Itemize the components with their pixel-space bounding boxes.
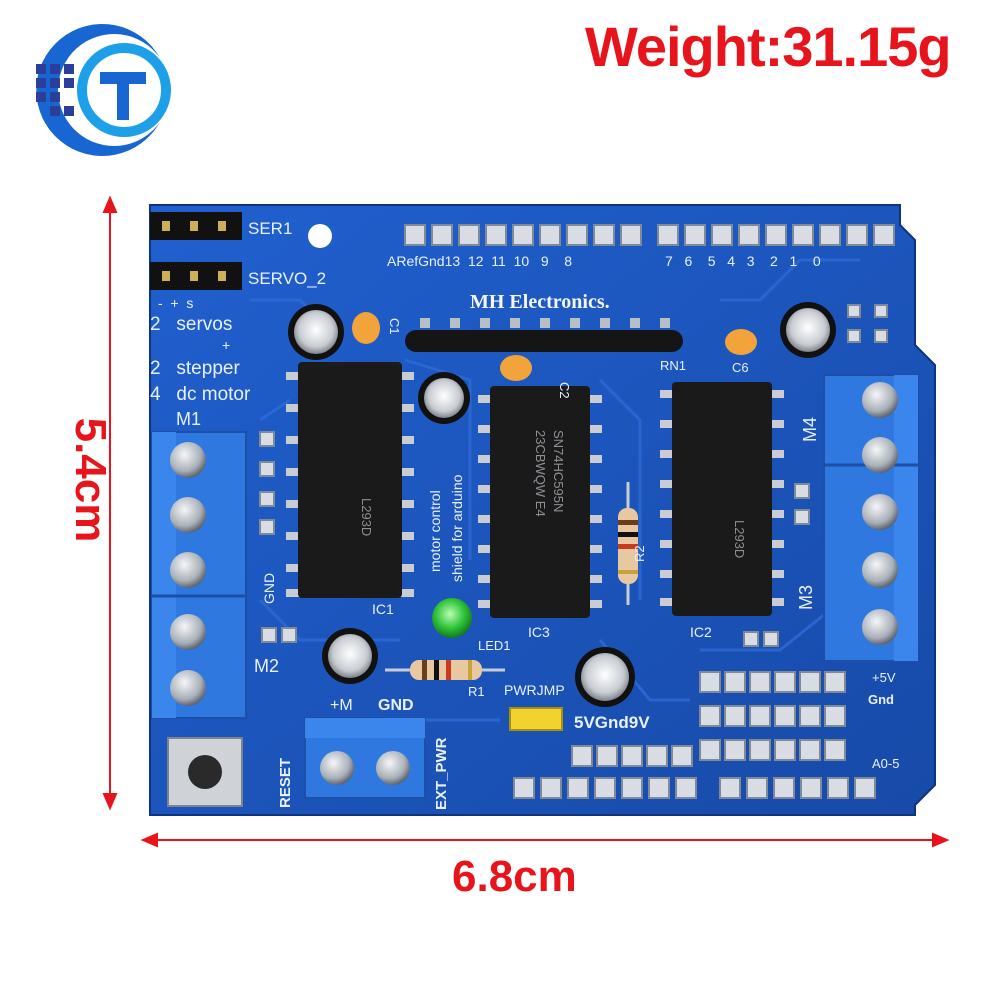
- capability-line: 2 stepper: [150, 358, 240, 379]
- ic3-marking-1: 23CBWQW E4: [533, 430, 548, 517]
- ic2-label: IC2: [690, 624, 712, 640]
- ic3-marking-2: SN74HC595N: [551, 430, 566, 512]
- r2-label: R2: [632, 545, 647, 562]
- reset-label: RESET: [277, 758, 294, 808]
- ic1-label: IC1: [372, 601, 394, 617]
- m4-label: M4: [800, 417, 820, 442]
- weight-label: Weight:31.15g: [585, 15, 952, 78]
- terminal-block-ext-pwr: [304, 717, 426, 799]
- ic1-chip: [286, 362, 414, 598]
- gnd-small-label: Gnd: [868, 692, 894, 707]
- capability-line: 4 dc motor: [150, 384, 251, 405]
- screw-icon: [862, 552, 898, 588]
- screw-icon: [320, 751, 354, 785]
- bottom-pads: [259, 304, 888, 799]
- screw-icon: [862, 609, 898, 645]
- digital-header-label: 7 6 5 4 3 2 1 0: [665, 253, 821, 269]
- led1-label: LED1: [478, 638, 511, 653]
- m1-label: M1: [176, 409, 201, 429]
- ser1-label: SER1: [248, 219, 292, 238]
- screw-icon: [170, 552, 206, 588]
- analog-header-label: ARefGnd13 12 11 10 9 8: [387, 253, 572, 269]
- led: [432, 598, 472, 638]
- vertical-text-1: motor control: [427, 490, 443, 572]
- servo2-label: SERVO_2: [248, 269, 326, 288]
- capacitor: [322, 628, 378, 684]
- c6-label: C6: [732, 360, 749, 375]
- terminal-block-m3-m4: [823, 374, 919, 662]
- terminal-block-m1-m2: [151, 431, 247, 719]
- c1-label: C1: [387, 318, 402, 335]
- rn1-label: RN1: [660, 358, 686, 373]
- servo-pin-label: - + s: [158, 295, 193, 311]
- resistor-r2: [618, 482, 638, 605]
- capacitor: [780, 302, 836, 358]
- ceramic-capacitor: [725, 329, 757, 355]
- screw-icon: [170, 497, 206, 533]
- brand-label: MH Electronics.: [470, 291, 610, 313]
- dimension-lines: [102, 195, 950, 848]
- ext-pwr-label: EXT_PWR: [433, 737, 450, 810]
- capability-line: +: [222, 337, 230, 353]
- capacitor: [575, 647, 635, 707]
- ceramic-capacitor: [352, 312, 380, 344]
- motor-shield-board: MH Electronics. SER1 SERVO_2 - + s 2 ser…: [149, 204, 936, 816]
- pwrjmp-label: PWRJMP: [504, 682, 565, 698]
- capacitor: [418, 372, 470, 424]
- m3-label: M3: [796, 585, 816, 610]
- gnd-label: GND: [378, 697, 414, 714]
- c2-label: C2: [557, 382, 572, 399]
- ic1-marking: L293D: [359, 498, 374, 536]
- ic3-chip: [478, 386, 602, 618]
- servo-headers: [150, 212, 242, 290]
- r1-label: R1: [468, 684, 485, 699]
- screw-icon: [170, 614, 206, 650]
- screw-icon: [862, 494, 898, 530]
- reset-button: [167, 737, 243, 807]
- ic2-marking: L293D: [732, 520, 747, 558]
- ic2-chip: [660, 382, 784, 616]
- resistor-r1: [385, 660, 505, 680]
- screw-icon: [862, 437, 898, 473]
- ic3-label: IC3: [528, 624, 550, 640]
- jumper-options-label: 5VGnd9V: [574, 713, 650, 732]
- brand-logo: [34, 20, 174, 160]
- m2-label: M2: [254, 656, 279, 676]
- screw-icon: [862, 382, 898, 418]
- capacitor: [288, 304, 344, 360]
- capability-line: 2 servos: [150, 314, 232, 335]
- plus5v-label: +5V: [872, 670, 896, 685]
- gnd-side-label: GND: [261, 573, 277, 604]
- height-dimension-label: 5.4cm: [66, 417, 115, 543]
- top-header-pads: [404, 224, 895, 246]
- a05-label: A0-5: [872, 756, 899, 771]
- vertical-text-2: shield for arduino: [449, 474, 465, 582]
- resistor-network: [405, 330, 683, 352]
- power-jumper: [509, 707, 563, 731]
- ceramic-capacitor: [500, 355, 532, 381]
- screw-icon: [376, 751, 410, 785]
- plus-m-label: +M: [330, 697, 353, 714]
- width-dimension-label: 6.8cm: [452, 852, 577, 901]
- screw-icon: [170, 670, 206, 706]
- screw-icon: [170, 442, 206, 478]
